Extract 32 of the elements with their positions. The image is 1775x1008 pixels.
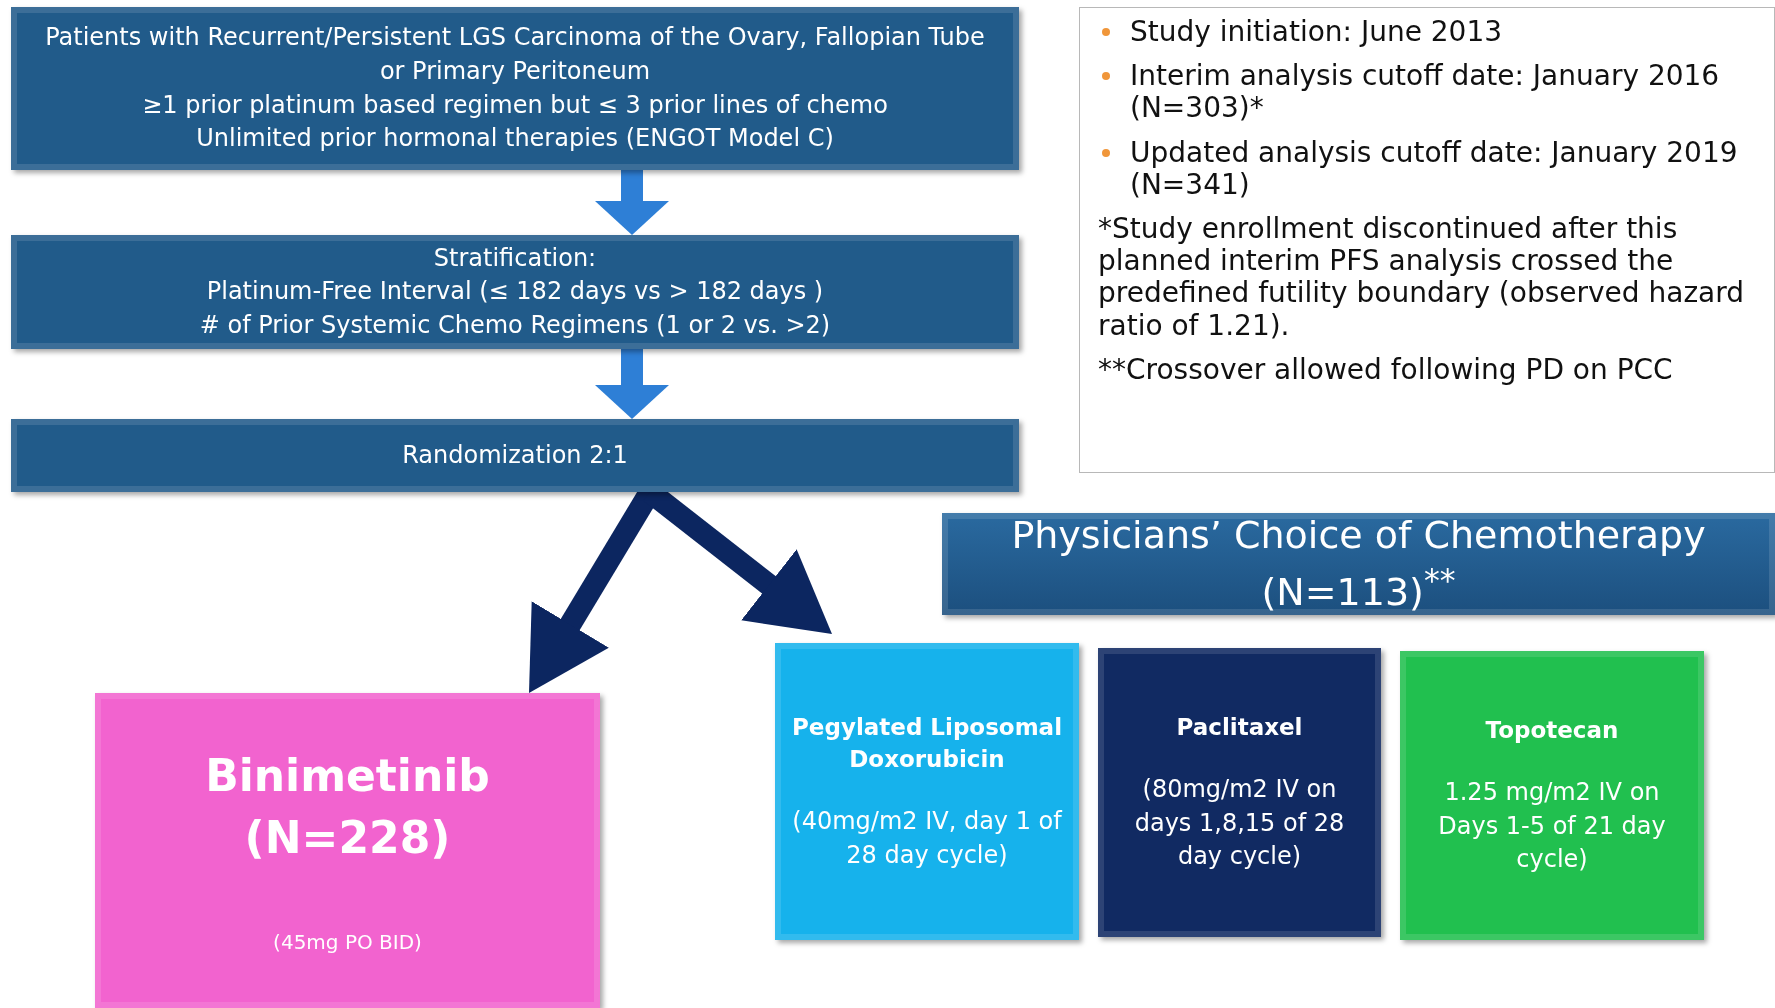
group-title: Physicians’ Choice of Chemotherapy (N=113)$^{**}$ [1010, 511, 1707, 616]
drug-name: Pegylated Liposomal Doxorubicin [790, 712, 1064, 774]
box-text: Patients with Recurrent/Persistent LGS Carcinoma of the Ovary, Fallopian Tube or Primary Peritoneum [44, 22, 986, 87]
box-text: Platinum-Free Interval (≤ 182 days vs > 182 days ) [205, 276, 825, 308]
dosage-text: (45mg PO BID) [272, 929, 423, 957]
dosage-text: 1.25 mg/m2 IV on Days 1-5 of 21 day cycle) [1437, 777, 1667, 876]
box-text: Randomization 2:1 [401, 439, 629, 471]
treatment-box [1400, 651, 1704, 940]
treatment-box [95, 693, 600, 1008]
dosage-text: (40mg/m2 IV, day 1 of 28 day cycle) [791, 806, 1064, 871]
notes-panel [1079, 7, 1775, 473]
group-header-band [942, 513, 1775, 615]
footnote: **Crossover allowed following PD on PCC [1098, 353, 1674, 386]
box-text: Unlimited prior hormonal therapies (ENGOT Model C) [195, 123, 835, 155]
drug-name: Binimetinib (N=228) [204, 748, 491, 865]
arrow [595, 170, 669, 235]
box-text: ≥1 prior platinum based regimen but ≤ 3 prior lines of chemo [141, 89, 889, 121]
process-box [11, 7, 1019, 170]
box-text: # of Prior Systemic Chemo Regimens (1 or 2 vs. >2) [198, 309, 832, 341]
arrow [595, 349, 669, 419]
drug-name: Topotecan [1484, 716, 1620, 745]
heading: Stratification: [432, 242, 598, 274]
process-box [11, 235, 1019, 349]
process-box [11, 419, 1019, 492]
bullet-item: Interim analysis cutoff date: January 2016 (N=303)* [1098, 60, 1764, 125]
dosage-text: (80mg/m2 IV on days 1,8,15 of 28 day cycle) [1133, 774, 1346, 873]
bullet-item: Study initiation: June 2013 [1098, 16, 1764, 49]
drug-name: Paclitaxel [1175, 713, 1304, 742]
treatment-box [1098, 648, 1381, 937]
treatment-box [775, 643, 1079, 940]
bullet-item: Updated analysis cutoff date: January 2019 (N=341) [1098, 136, 1764, 201]
footnote: *Study enrollment discontinued after this planned interim PFS analysis crossed the predefined futility boundary (observed hazard ratio of 1.21). [1098, 212, 1746, 342]
